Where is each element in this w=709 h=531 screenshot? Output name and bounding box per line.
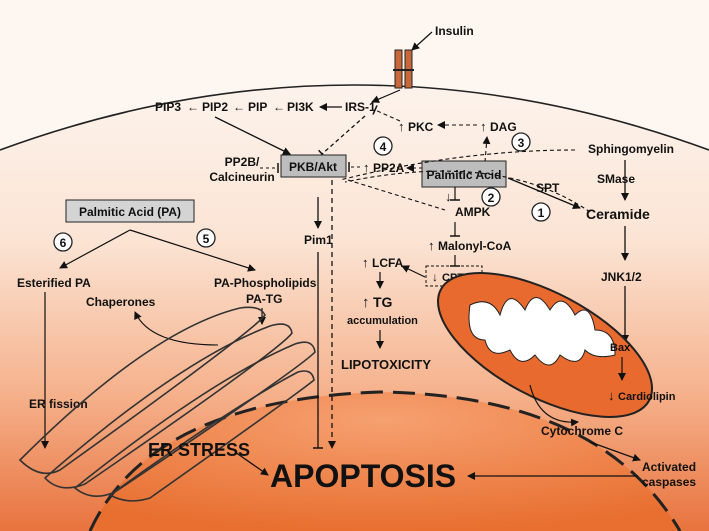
cpt1-down-arrow: ↓ xyxy=(432,270,438,284)
endoplasmic-reticulum-icon xyxy=(18,306,316,502)
lcfa-label: LCFA xyxy=(372,256,404,270)
accumulation-label: accumulation xyxy=(347,315,418,327)
smase-label: SMase xyxy=(597,172,635,186)
cell-membrane xyxy=(0,84,709,151)
pp2b-line1: PP2B/ xyxy=(225,155,260,169)
ampk-down-arrow: ↓ xyxy=(445,189,452,204)
pip2-label: PIP2 xyxy=(202,100,228,114)
er-fission-label: ER fission xyxy=(29,397,88,411)
ampk-label: AMPK xyxy=(455,205,491,219)
pkb-akt-label: PKB/Akt xyxy=(289,160,337,174)
jnk-label: JNK1/2 xyxy=(601,270,642,284)
pp2a-up-arrow: ↑ xyxy=(363,160,370,175)
apoptosis-label: APOPTOSIS xyxy=(270,458,456,494)
lipotoxicity-label: LIPOTOXICITY xyxy=(341,357,431,372)
step-number-1: 1 xyxy=(531,202,551,222)
ceramide-label: Ceramide xyxy=(586,206,650,222)
er-stress-label: ER STRESS xyxy=(148,440,250,460)
step-number-4-text: 4 xyxy=(380,140,387,154)
malonyl-up-arrow: ↑ xyxy=(428,238,435,253)
palmitic-acid-pa-box xyxy=(65,199,195,223)
insulin-receptor-icon xyxy=(393,49,414,89)
pim1-label: Pim1 xyxy=(304,233,333,247)
pp2a-label: PP2A xyxy=(373,161,405,175)
nuclear-envelope xyxy=(88,390,682,531)
chaperones-label: Chaperones xyxy=(86,295,156,309)
pi3k-label: PI3K xyxy=(287,100,314,114)
lcfa-up-arrow: ↑ xyxy=(362,255,369,270)
sphingomyelin-label: Sphingomyelin xyxy=(588,142,674,156)
step-number-1-text: 1 xyxy=(538,206,545,220)
palmitic-acid-box xyxy=(421,160,507,188)
pip-label: PIP xyxy=(248,100,267,114)
step-number-6-text: 6 xyxy=(60,236,67,250)
dag-label: DAG xyxy=(490,120,517,134)
insulin-label: Insulin xyxy=(435,24,474,38)
pa-tg-label: PA-TG xyxy=(246,292,282,306)
cardiolipin-down-arrow: ↓ xyxy=(608,388,615,403)
step-number-2: 2 xyxy=(481,187,501,207)
left-arrow-3: ← xyxy=(187,100,199,114)
malonyl-coa-label: Malonyl-CoA xyxy=(438,239,512,253)
palmitic-acid-pa-label: Palmitic Acid (PA) xyxy=(79,205,181,219)
step-number-4: 4 xyxy=(373,136,393,156)
irs1-label: IRS-1 xyxy=(345,100,376,114)
pkc-label: PKC xyxy=(408,120,434,134)
palmitic-acid-label: Palmitic Acid xyxy=(427,168,502,182)
dag-up-arrow: ↑ xyxy=(480,119,487,134)
activated-line1: Activated xyxy=(642,460,696,474)
mitochondrion-icon xyxy=(436,272,654,418)
left-arrow-2: ← xyxy=(233,100,245,114)
step-number-6: 6 xyxy=(53,232,73,252)
bax-label: Bax xyxy=(610,342,631,354)
pp2b-line2: Calcineurin xyxy=(209,170,274,184)
left-arrow-1: ← xyxy=(273,100,285,114)
step-number-2-text: 2 xyxy=(488,191,495,205)
cytochrome-c-label: Cytochrome C xyxy=(541,424,623,438)
pip3-label: PIP3 xyxy=(155,100,181,114)
cardiolipin-label: Cardiolipin xyxy=(618,391,676,403)
nucleus xyxy=(90,392,680,531)
activated-line2: caspases xyxy=(642,475,696,489)
step-number-5-text: 5 xyxy=(203,232,210,246)
pkb-akt-box xyxy=(280,154,347,178)
step-number-3: 3 xyxy=(511,132,531,152)
tg-up-arrow: ↑ xyxy=(362,294,370,311)
pkc-up-arrow: ↑ xyxy=(398,119,405,134)
pa-phospholipids-label: PA-Phospholipids xyxy=(214,276,317,290)
esterified-pa-label: Esterified PA xyxy=(17,276,91,290)
step-number-5: 5 xyxy=(196,228,216,248)
tg-label: TG xyxy=(373,294,393,310)
step-number-3-text: 3 xyxy=(518,136,525,150)
